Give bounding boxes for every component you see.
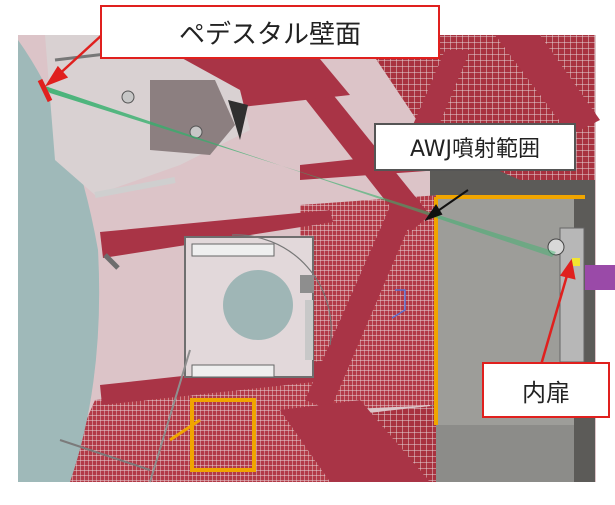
- arrow-pedestal: [44, 33, 104, 87]
- water-pool: [18, 40, 100, 482]
- bracket: [300, 275, 314, 293]
- callout-pedestal-wall-text: ペデスタル壁面: [178, 19, 361, 50]
- equipment-wedge: [228, 100, 248, 140]
- central-round-hole: [223, 270, 293, 340]
- small-bracket: [103, 253, 120, 270]
- pipe-2: [94, 177, 176, 198]
- arc-line: [231, 234, 332, 346]
- pedestal-wall-mark: [37, 78, 53, 103]
- callout-awj-range-text: AWJ噴射範囲: [409, 137, 541, 162]
- callout-awj-range: AWJ噴射範囲: [374, 123, 576, 171]
- lower-gray-block: [436, 425, 574, 482]
- valve-circle: [121, 90, 135, 104]
- awj-jet-beam: [42, 85, 556, 257]
- rail: [305, 300, 313, 360]
- inner-door-frame: [559, 227, 585, 363]
- purple-tool: [585, 265, 615, 290]
- orange-frame-lower: [190, 398, 256, 472]
- callout-pedestal-wall: ペデスタル壁面: [100, 5, 440, 59]
- bottom-rail: [59, 439, 151, 471]
- orange-strut: [169, 418, 201, 442]
- callout-inner-door-text: 内扉: [522, 378, 570, 407]
- callout-inner-door: 内扉: [482, 362, 610, 418]
- cylinder-bottom: [191, 364, 275, 378]
- arrow-inner-door: [539, 258, 576, 366]
- equipment-block: [150, 80, 235, 155]
- arrow-awj: [424, 189, 469, 221]
- diag-pipe: [149, 349, 191, 483]
- grating-bottom-left: [60, 380, 335, 482]
- upper-equipment-area: [45, 35, 250, 195]
- inner-door-marker: [572, 258, 580, 266]
- cylinder-top: [191, 243, 275, 257]
- blue-trace: [391, 289, 406, 319]
